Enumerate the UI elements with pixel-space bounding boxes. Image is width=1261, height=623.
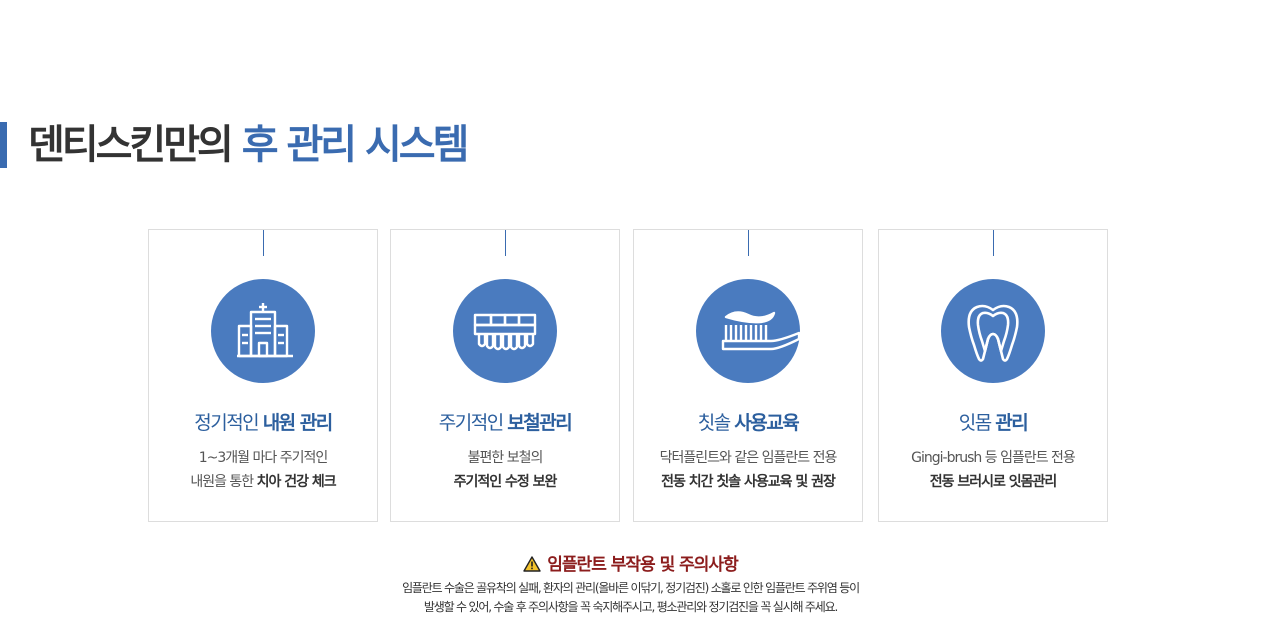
card-desc-line1: 불편한 보철의 <box>467 450 544 466</box>
card-title: 정기적인 내원 관리 <box>194 412 333 434</box>
page-title: 덴티스킨만의 후 관리 시스템 <box>28 112 470 170</box>
prosthesis-icon <box>453 279 557 383</box>
title-accent-bar <box>0 122 7 168</box>
warning-section: 임플란트 부작용 및 주의사항 임플란트 수술은 골유착의 실패, 환자의 관리… <box>0 550 1261 617</box>
card-desc-line1: 닥터플린트와 같은 임플란트 전용 <box>659 450 838 466</box>
card-gum-care: 잇몸 관리 Gingi-brush 등 임플란트 전용 전동 브러시로 잇몸관리 <box>878 229 1108 522</box>
card-description: 불편한 보철의 주기적인 수정 보완 <box>391 446 619 494</box>
card-title: 잇몸 관리 <box>958 412 1029 434</box>
tooth-icon <box>941 279 1045 383</box>
card-desc-line2: 전동 브러시로 잇몸관리 <box>929 474 1058 490</box>
page-title-prefix: 덴티스킨만의 <box>28 122 234 168</box>
card-description: 닥터플린트와 같은 임플란트 전용 전동 치간 칫솔 사용교육 및 권장 <box>634 446 862 494</box>
card-regular-visit: 정기적인 내원 관리 1~3개월 마다 주기적인 내원을 통한 치아 건강 체크 <box>148 229 378 522</box>
card-description: Gingi-brush 등 임플란트 전용 전동 브러시로 잇몸관리 <box>879 446 1107 494</box>
hospital-icon <box>211 279 315 383</box>
warning-line1: 임플란트 수술은 골유착의 실패, 환자의 관리(올바른 이닦기, 정기검진) … <box>402 581 860 595</box>
page-title-accent: 후 관리 시스템 <box>241 122 470 168</box>
warning-icon <box>523 556 541 572</box>
card-tick <box>748 230 749 256</box>
card-desc-line1: 1~3개월 마다 주기적인 <box>198 450 329 466</box>
warning-heading: 임플란트 부작용 및 주의사항 <box>0 550 1261 575</box>
card-tick <box>993 230 994 256</box>
card-desc-line2: 내원을 통한 치아 건강 체크 <box>190 474 336 490</box>
card-prosthesis: 주기적인 보철관리 불편한 보철의 주기적인 수정 보완 <box>390 229 620 522</box>
warning-line2: 발생할 수 있어, 수술 후 주의사항을 꼭 숙지해주시고, 평소관리와 정기검… <box>423 600 838 614</box>
card-title: 주기적인 보철관리 <box>438 412 573 434</box>
card-description: 1~3개월 마다 주기적인 내원을 통한 치아 건강 체크 <box>149 446 377 494</box>
card-toothbrush-education: 칫솔 사용교육 닥터플린트와 같은 임플란트 전용 전동 치간 칫솔 사용교육 … <box>633 229 863 522</box>
card-title: 칫솔 사용교육 <box>697 412 800 434</box>
card-desc-line2: 주기적인 수정 보완 <box>453 474 558 490</box>
card-tick <box>505 230 506 256</box>
card-tick <box>263 230 264 256</box>
card-desc-line1: Gingi-brush 등 임플란트 전용 <box>911 450 1076 466</box>
warning-heading-text: 임플란트 부작용 및 주의사항 <box>547 555 738 575</box>
warning-body: 임플란트 수술은 골유착의 실패, 환자의 관리(올바른 이닦기, 정기검진) … <box>0 579 1261 617</box>
card-desc-line2: 전동 치간 칫솔 사용교육 및 권장 <box>661 474 836 490</box>
toothbrush-icon <box>696 279 800 383</box>
